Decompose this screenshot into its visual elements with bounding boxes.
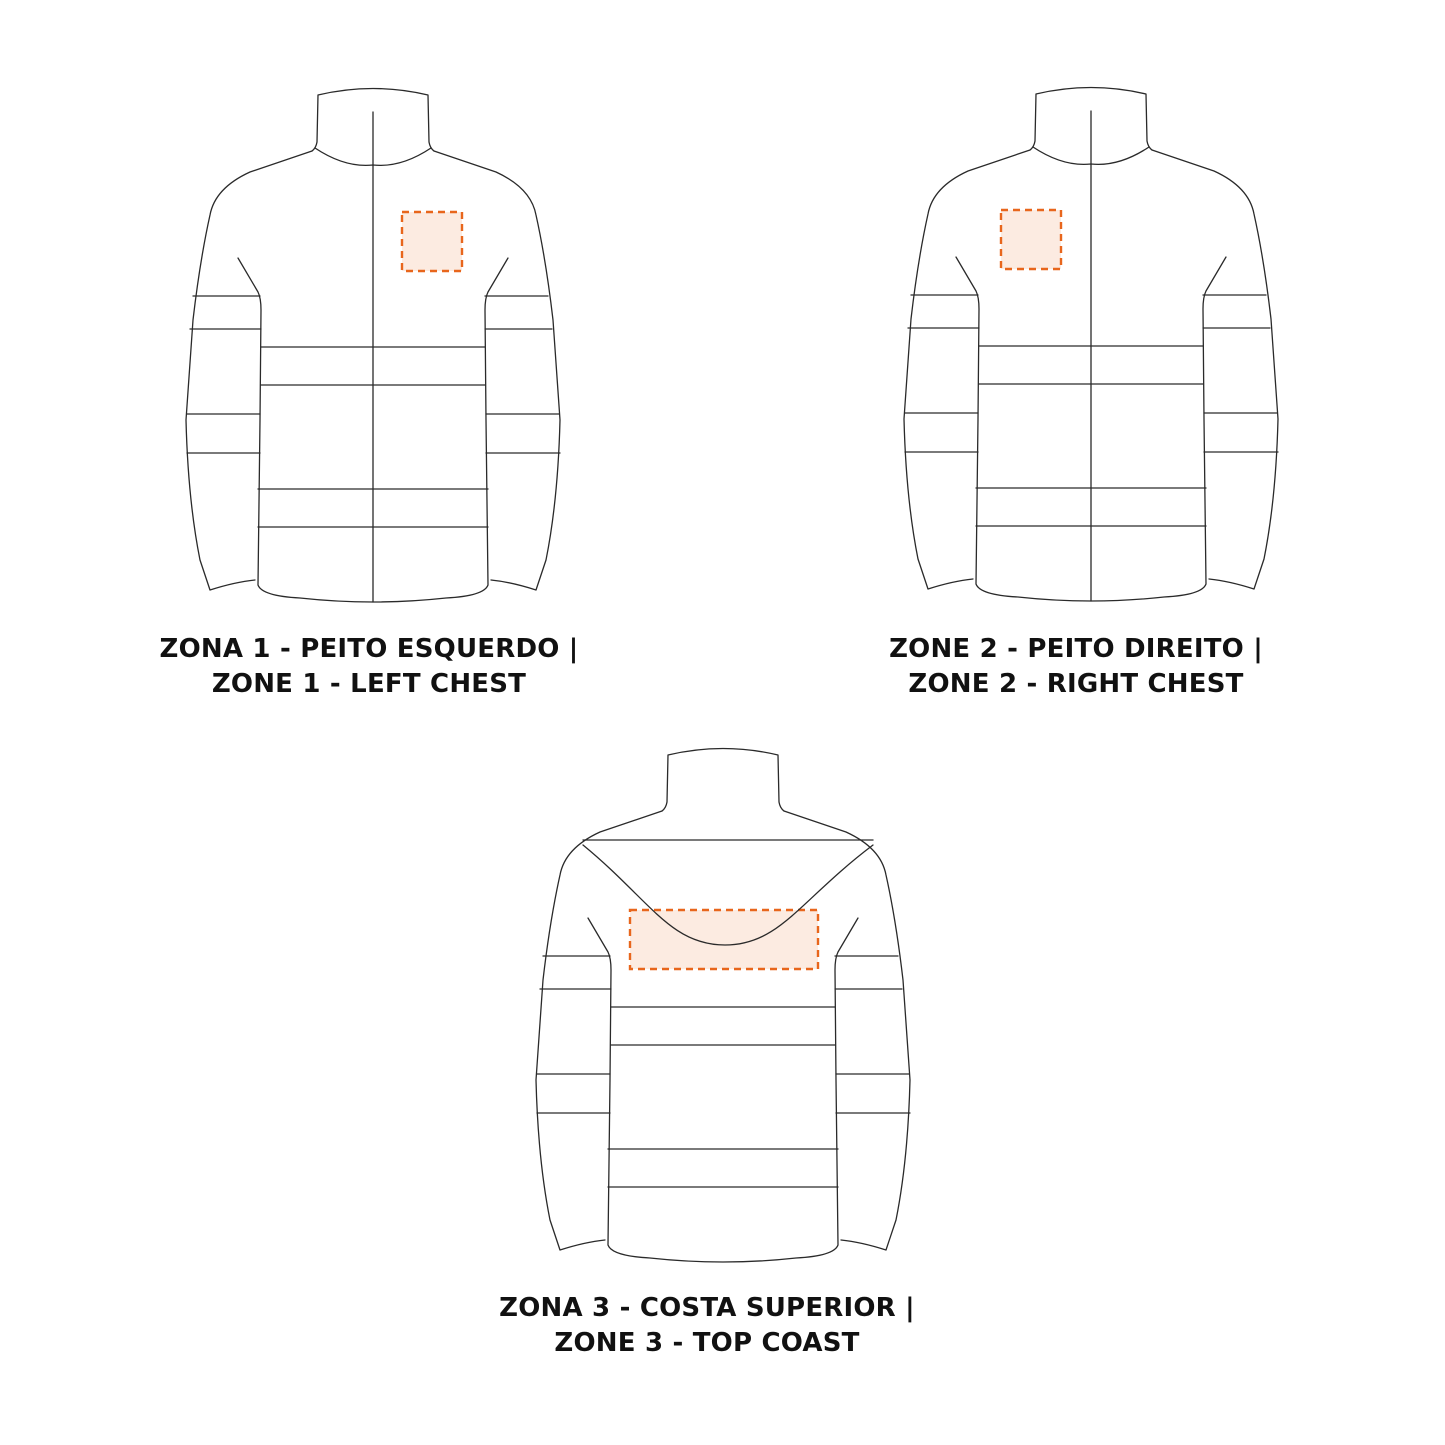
- zone-1-label: ZONA 1 - PEITO ESQUERDO | ZONE 1 - LEFT …: [160, 632, 579, 702]
- jacket-front-zone-2: [904, 88, 1278, 602]
- zone-3-label-pt: ZONA 3 - COSTA SUPERIOR |: [499, 1293, 915, 1323]
- zone-2-label-pt: ZONE 2 - PEITO DIREITO |: [889, 634, 1263, 664]
- print-zone-right-chest[interactable]: [999, 208, 1063, 271]
- jacket-front-zone-1: [186, 89, 560, 603]
- zone-3-label: ZONA 3 - COSTA SUPERIOR | ZONE 3 - TOP C…: [499, 1291, 915, 1361]
- print-zone-top-back[interactable]: [628, 908, 820, 971]
- zone-2-label-en: ZONE 2 - RIGHT CHEST: [908, 669, 1244, 699]
- zone-3-label-en: ZONE 3 - TOP COAST: [554, 1328, 860, 1358]
- jacket-back-zone-3: [535, 747, 911, 1263]
- zone-1-label-en: ZONE 1 - LEFT CHEST: [211, 669, 527, 699]
- print-zone-left-chest[interactable]: [400, 210, 464, 273]
- zone-1-label-pt: ZONA 1 - PEITO ESQUERDO |: [159, 634, 579, 664]
- zone-2-label: ZONE 2 - PEITO DIREITO | ZONE 2 - RIGHT …: [889, 632, 1263, 702]
